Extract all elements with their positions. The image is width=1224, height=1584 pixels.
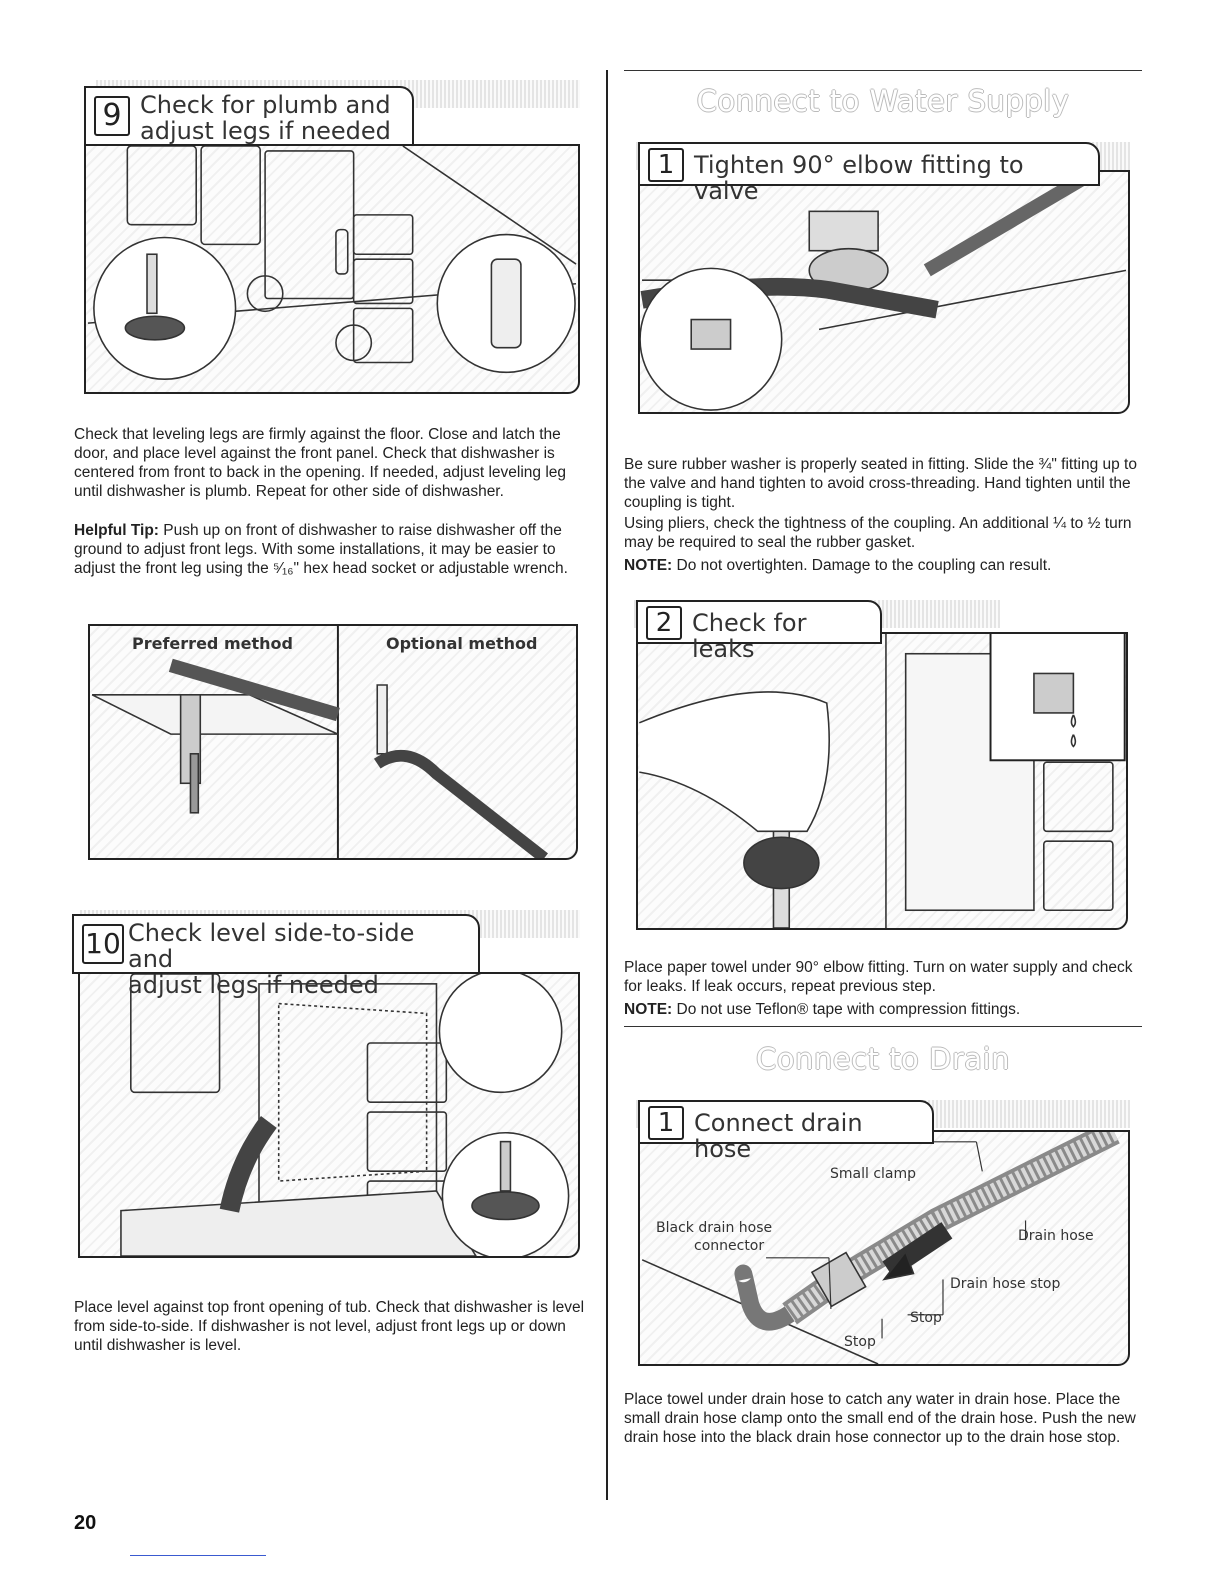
step-title-line2: adjust legs if needed xyxy=(140,117,391,145)
step-10-header: 10 Check level side-to-side and adjust l… xyxy=(72,914,480,998)
step-9-body: Check that leveling legs are firmly agai… xyxy=(74,426,567,500)
water-step-2-illustration xyxy=(636,632,1128,930)
dishwasher-rack-drawing xyxy=(120,974,570,1256)
water-step-1-illustration xyxy=(638,170,1130,414)
tip-body: Push up on front of dishwasher to raise … xyxy=(74,522,568,577)
drain-step-1-illustration: Small clamp Black drain hose connector D… xyxy=(638,1130,1130,1366)
step-10-body: Place level against top front opening of… xyxy=(74,1299,585,1354)
water-step-2-note: NOTE: Do not use Teflon® tape with compr… xyxy=(624,1000,1144,1019)
step-9-illustration xyxy=(84,144,580,394)
step-title: Connect drain hose xyxy=(694,1109,863,1163)
black-connector-label-line1: Black drain hose xyxy=(656,1220,773,1236)
cabinet-leveling-drawing xyxy=(87,146,577,380)
page-number: 20 xyxy=(74,1512,97,1534)
drain-hose-label: Drain hose xyxy=(1018,1228,1094,1244)
elbow-fitting-drawing xyxy=(640,172,1127,411)
note-label: NOTE: xyxy=(624,1001,673,1018)
footer-link-underline xyxy=(130,1555,266,1556)
step-number-badge: 9 xyxy=(94,96,130,136)
step-9-header: 9 Check for plumb and adjust legs if nee… xyxy=(84,86,414,146)
helpful-tip: Helpful Tip: Push up on front of dishwas… xyxy=(74,521,594,578)
step-title-line2: adjust legs if needed xyxy=(128,971,379,999)
water-step-1-body-2: Using pliers, check the tightness of the… xyxy=(624,515,1132,551)
water-step-1-note: NOTE: Do not overtighten. Damage to the … xyxy=(624,556,1144,575)
step-title-line1: Check for plumb and xyxy=(140,91,391,119)
section-rule xyxy=(624,70,1142,71)
step-10-illustration xyxy=(78,972,580,1258)
water-step-2-body: Place paper towel under 90° elbow fittin… xyxy=(624,959,1133,995)
step-title-line1: Check level side-to-side and xyxy=(128,919,415,973)
section-rule xyxy=(624,1026,1142,1027)
water-step-2-header: 2 Check for leaks xyxy=(636,600,882,662)
step-number-badge: 2 xyxy=(646,606,682,640)
methods-illustration: Preferred method Optional method xyxy=(88,624,578,860)
water-step-1-header: 1 Tighten 90° elbow fitting to valve xyxy=(638,142,1100,204)
drain-hose-drawing xyxy=(641,1132,1120,1364)
optional-method-label: Optional method xyxy=(386,634,538,653)
preferred-method-label: Preferred method xyxy=(132,634,293,653)
drain-hose-stop-label: Drain hose stop xyxy=(950,1276,1061,1292)
step-title: Tighten 90° elbow fitting to valve xyxy=(694,151,1024,205)
black-connector-label-line2: connector xyxy=(694,1238,765,1254)
drain-section-title: Connect to Drain xyxy=(756,1042,1010,1076)
stop-label-bottom: Stop xyxy=(844,1334,876,1350)
step-title: Check for leaks xyxy=(692,609,807,663)
step-number-badge: 1 xyxy=(648,148,684,182)
small-clamp-label: Small clamp xyxy=(830,1166,917,1182)
column-divider xyxy=(606,70,608,1500)
step-number-badge: 10 xyxy=(82,924,124,964)
leak-check-drawing xyxy=(638,634,1126,928)
stop-label-right: Stop xyxy=(910,1310,942,1326)
methods-drawing xyxy=(91,626,548,858)
tip-label: Helpful Tip: xyxy=(74,522,159,539)
note-body: Do not overtighten. Damage to the coupli… xyxy=(672,557,1052,574)
step-number-badge: 1 xyxy=(648,1106,684,1140)
note-label: NOTE: xyxy=(624,557,673,574)
drain-step-1-body: Place towel under drain hose to catch an… xyxy=(624,1391,1136,1446)
note-body: Do not use Teflon® tape with compression… xyxy=(672,1001,1021,1018)
water-step-1-body-1: Be sure rubber washer is properly seated… xyxy=(624,456,1137,511)
drain-step-1-header: 1 Connect drain hose xyxy=(638,1100,934,1162)
water-supply-section-title: Connect to Water Supply xyxy=(696,84,1070,118)
